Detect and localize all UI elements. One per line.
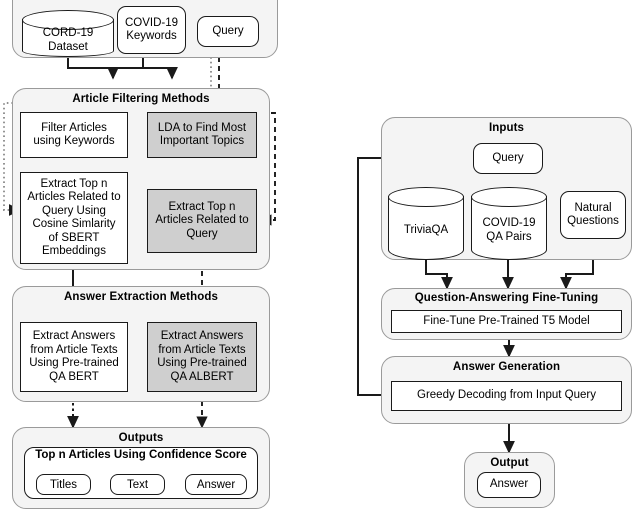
output-chip-text[interactable]: Text bbox=[110, 474, 165, 495]
node-covid19-qa-pairs[interactable]: COVID-19 QA Pairs bbox=[471, 187, 547, 260]
node-lda-extract-top-n[interactable]: Extract Top n Articles Related to Query bbox=[147, 189, 257, 253]
output-chip-titles[interactable]: Titles bbox=[36, 474, 91, 495]
fine-tuning-title: Question-Answering Fine-Tuning bbox=[414, 292, 599, 304]
node-natural-questions[interactable]: Natural Questions bbox=[560, 191, 626, 239]
node-sbert-extract[interactable]: Extract Top n Articles Related to Query … bbox=[20, 172, 128, 264]
answer-generation-title: Answer Generation bbox=[452, 361, 561, 373]
node-label: TriviaQA bbox=[403, 223, 449, 236]
node-finetune-t5[interactable]: Fine-Tune Pre-Trained T5 Model bbox=[391, 310, 622, 333]
outputs-result-label: Top n Articles Using Confidence Score bbox=[35, 449, 247, 461]
cylinder-top bbox=[471, 187, 547, 207]
node-answer-output[interactable]: Answer bbox=[477, 472, 541, 498]
node-label: COVID-19 QA Pairs bbox=[482, 217, 536, 243]
cylinder-top bbox=[388, 187, 464, 207]
node-query-left[interactable]: Query bbox=[197, 16, 259, 47]
node-qa-bert[interactable]: Extract Answers from Article Texts Using… bbox=[20, 322, 128, 392]
node-qa-albert[interactable]: Extract Answers from Article Texts Using… bbox=[147, 322, 257, 392]
article-filtering-title: Article Filtering Methods bbox=[72, 93, 210, 105]
node-covid19-keywords[interactable]: COVID-19 Keywords bbox=[117, 6, 186, 54]
output-chip-answer[interactable]: Answer bbox=[185, 474, 247, 495]
node-label: CORD-19 Dataset bbox=[42, 27, 94, 53]
node-greedy-decoding[interactable]: Greedy Decoding from Input Query bbox=[391, 381, 622, 411]
outputs-title: Outputs bbox=[118, 432, 164, 444]
cylinder-top bbox=[22, 10, 114, 30]
right-output-title: Output bbox=[490, 457, 529, 469]
answer-extraction-title: Answer Extraction Methods bbox=[64, 291, 218, 303]
node-lda-topics[interactable]: LDA to Find Most Important Topics bbox=[147, 112, 257, 158]
node-triviaqa[interactable]: TriviaQA bbox=[388, 187, 464, 260]
right-inputs-title: Inputs bbox=[488, 122, 525, 134]
node-query-right[interactable]: Query bbox=[473, 143, 543, 174]
node-cord19-dataset[interactable]: CORD-19 Dataset bbox=[22, 10, 114, 57]
node-filter-articles-using-keywords[interactable]: Filter Articles using Keywords bbox=[20, 112, 128, 158]
